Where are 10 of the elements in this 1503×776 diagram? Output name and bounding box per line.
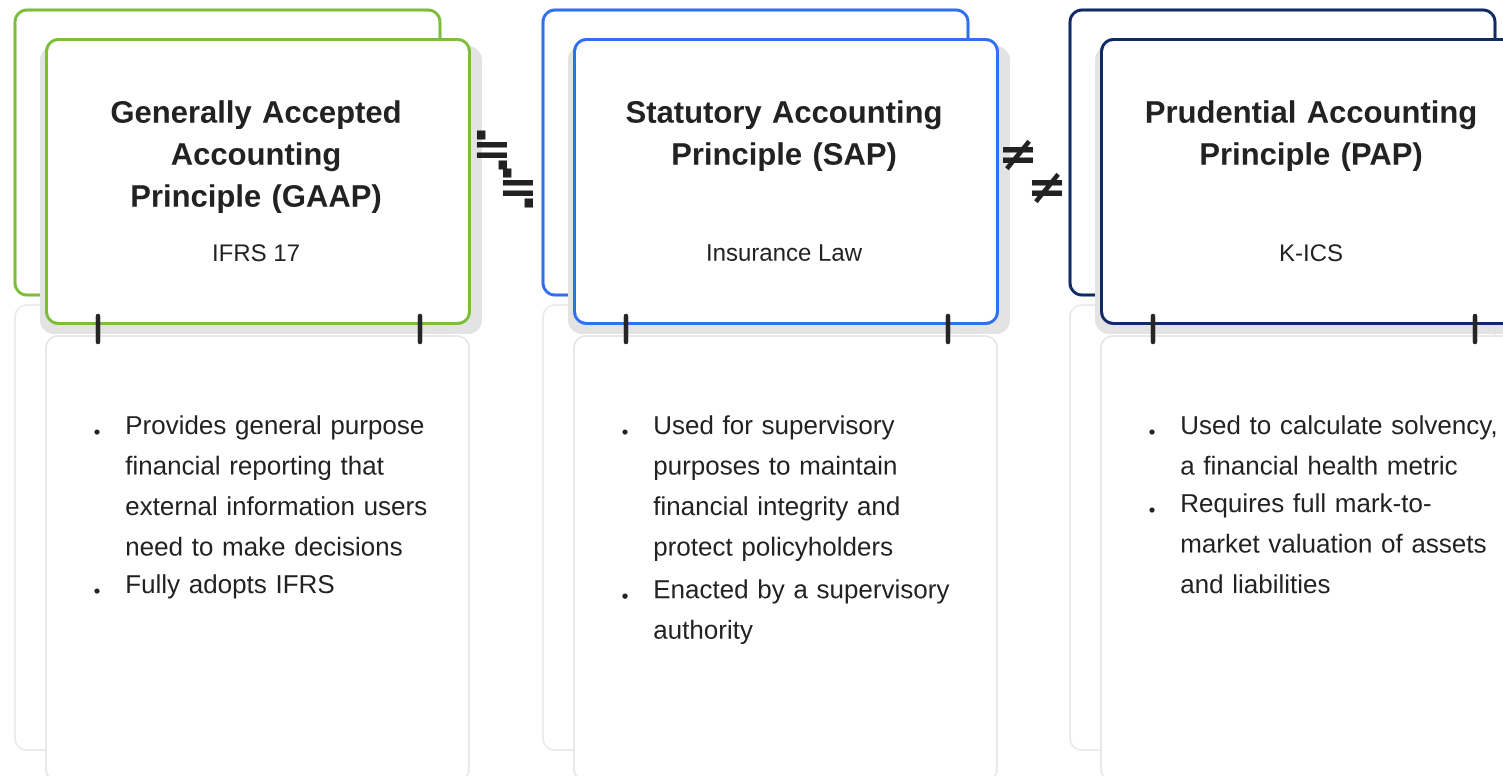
header-card: Statutory Accounting Principle (SAP) Insurance Law bbox=[573, 38, 999, 325]
relation-symbol: ≒ bbox=[502, 168, 534, 208]
header-card: Prudential Accounting Principle (PAP) K-ICS bbox=[1100, 38, 1503, 325]
node-label: Requires full mark-to-market valuation of assets and liabilities bbox=[1181, 493, 1486, 594]
header-card: Generally Accepted Accounting Principle (GAAP) IFRS 17 bbox=[45, 38, 471, 325]
relation-symbol: ≠ bbox=[1032, 172, 1063, 204]
node-label: Enacted by a supervisory authority bbox=[654, 579, 950, 645]
node-label: Fully adopts IFRS bbox=[127, 574, 334, 599]
relation-symbol: ≠ bbox=[1003, 139, 1034, 171]
relation-symbol: ≒ bbox=[476, 130, 508, 170]
